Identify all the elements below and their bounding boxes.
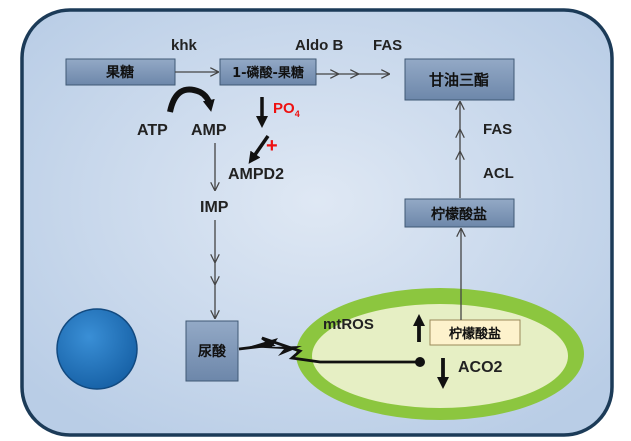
urate-mtros-bolt xyxy=(248,338,302,356)
ampd2-activation-arrow xyxy=(248,135,270,164)
triglyceride-label: 甘油三酯 xyxy=(429,71,489,89)
imp-label: IMP xyxy=(200,199,229,216)
box-citrate-mito: 柠檬酸盐 xyxy=(429,319,521,346)
box-fructose: 果糖 xyxy=(65,58,176,86)
acl-label: ACL xyxy=(483,165,514,182)
aldob-label: Aldo B xyxy=(295,37,343,54)
po4-label: PO4 xyxy=(273,100,300,119)
aco2-label: ACO2 xyxy=(458,359,503,376)
mtros-label: mtROS xyxy=(323,316,374,333)
fas-top-label: FAS xyxy=(373,37,402,54)
fas-right-label: FAS xyxy=(483,121,512,138)
nucleus xyxy=(56,308,138,390)
box-citrate-cytosol: 柠檬酸盐 xyxy=(404,198,515,228)
uric-acid-label: 尿酸 xyxy=(198,343,227,360)
citrate-cytosol-label: 柠檬酸盐 xyxy=(431,206,487,223)
fructose-label: 果糖 xyxy=(105,64,134,81)
khk-label: khk xyxy=(171,37,198,54)
amp-label: AMP xyxy=(191,122,227,139)
pathway-arrows xyxy=(175,72,461,320)
mtros-target-dot xyxy=(415,357,425,367)
box-triglyceride: 甘油三酯 xyxy=(404,58,515,101)
citrate-mito-label: 柠檬酸盐 xyxy=(449,326,501,342)
atp-to-amp-curve-arrow xyxy=(167,86,215,113)
ampd2-label: AMPD2 xyxy=(228,166,284,183)
plus-sign: + xyxy=(266,135,278,157)
box-f1p: 1-磷酸-果糖 xyxy=(219,58,317,86)
box-uric-acid: 尿酸 xyxy=(185,320,239,382)
f1p-label: 1-磷酸-果糖 xyxy=(232,65,304,81)
atp-label: ATP xyxy=(137,122,168,139)
